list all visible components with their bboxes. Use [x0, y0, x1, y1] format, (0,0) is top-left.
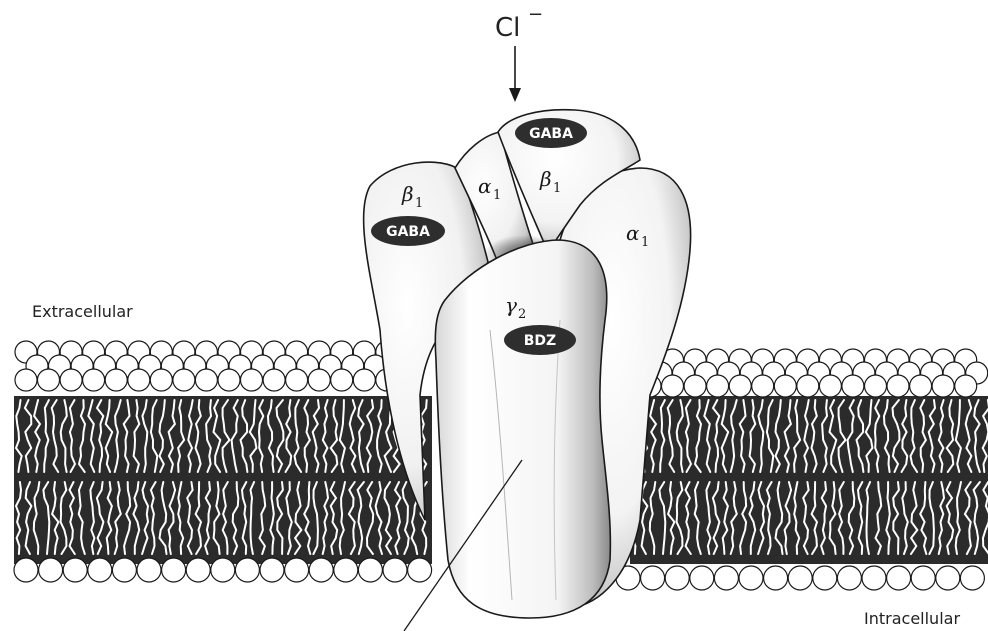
ion-flow-arrow-head: [509, 88, 521, 102]
lipid-head: [813, 566, 837, 590]
lipid-head: [862, 566, 886, 590]
lipid-head: [910, 375, 932, 397]
lipid-head: [162, 558, 186, 582]
lipid-heads-left-top: [15, 341, 420, 391]
chloride-ion-indicator: Cl −: [495, 4, 543, 102]
lipid-head: [260, 558, 284, 582]
lipid-head: [788, 566, 812, 590]
lipid-head: [308, 369, 330, 391]
lipid-head: [15, 369, 37, 391]
lipid-head: [408, 558, 432, 582]
svg-text:GABA: GABA: [529, 126, 573, 142]
svg-text:1: 1: [553, 181, 561, 196]
lipid-head: [665, 566, 689, 590]
lipid-head: [195, 369, 217, 391]
svg-text:BDZ: BDZ: [524, 333, 556, 349]
lipid-head: [865, 375, 887, 397]
svg-text:1: 1: [493, 188, 501, 203]
intracellular-label: Intracellular: [864, 609, 960, 628]
lipid-head: [334, 558, 358, 582]
lipid-head: [752, 375, 774, 397]
lipid-head: [383, 558, 407, 582]
lipid-head: [684, 375, 706, 397]
svg-text:1: 1: [641, 235, 649, 250]
svg-text:α: α: [626, 221, 640, 245]
lipid-heads-right-top: [639, 349, 988, 397]
lipid-heads-left-bottom: [14, 558, 432, 582]
lipid-head: [955, 375, 977, 397]
lipid-head: [60, 369, 82, 391]
chloride-ion-charge: −: [528, 4, 543, 25]
lipid-head: [137, 558, 161, 582]
lipid-head: [105, 369, 127, 391]
extracellular-label: Extracellular: [32, 302, 133, 321]
lipid-head: [837, 566, 861, 590]
svg-text:β: β: [539, 167, 552, 191]
gaba-binding-site-left: GABA: [371, 216, 445, 246]
lipid-head: [218, 369, 240, 391]
lipid-head: [960, 566, 984, 590]
lipid-head: [112, 558, 136, 582]
membrane-right: [616, 349, 988, 590]
lipid-head: [729, 375, 751, 397]
lipid-head: [286, 369, 308, 391]
lipid-head: [842, 375, 864, 397]
lipid-head: [819, 375, 841, 397]
lipid-head: [353, 369, 375, 391]
lipid-head: [38, 369, 60, 391]
lipid-head: [63, 558, 87, 582]
lipid-head: [235, 558, 259, 582]
lipid-head: [173, 369, 195, 391]
lipid-head: [263, 369, 285, 391]
lipid-head: [662, 375, 684, 397]
lipid-head: [690, 566, 714, 590]
svg-text:β: β: [401, 182, 414, 206]
lipid-heads-right-bottom: [616, 566, 984, 590]
bdz-binding-site: BDZ: [504, 325, 576, 355]
lipid-head: [932, 375, 954, 397]
lipid-head: [309, 558, 333, 582]
gaba-binding-site-top: GABA: [515, 118, 587, 148]
svg-text:γ: γ: [505, 293, 517, 317]
lipid-head: [150, 369, 172, 391]
lipid-head: [331, 369, 353, 391]
lipid-head: [211, 558, 235, 582]
lipid-head: [358, 558, 382, 582]
lipid-head: [911, 566, 935, 590]
lipid-head: [88, 558, 112, 582]
lipid-head: [285, 558, 309, 582]
lipid-head: [39, 558, 63, 582]
lipid-head: [887, 375, 909, 397]
lipid-head: [887, 566, 911, 590]
lipid-head: [128, 369, 150, 391]
svg-text:GABA: GABA: [386, 224, 430, 240]
lipid-head: [936, 566, 960, 590]
svg-text:1: 1: [415, 196, 423, 211]
lipid-head: [764, 566, 788, 590]
lipid-head: [83, 369, 105, 391]
lipid-head: [14, 558, 38, 582]
lipid-head: [739, 566, 763, 590]
membrane-left: [14, 341, 432, 582]
lipid-head: [797, 375, 819, 397]
lipid-head: [641, 566, 665, 590]
lipid-head: [714, 566, 738, 590]
gamma2-subunit: [435, 240, 610, 618]
chloride-ion-label: Cl: [495, 13, 520, 43]
lipid-head: [774, 375, 796, 397]
lipid-head: [186, 558, 210, 582]
lipid-head: [707, 375, 729, 397]
svg-text:α: α: [478, 174, 492, 198]
svg-text:2: 2: [518, 307, 526, 322]
lipid-head: [241, 369, 263, 391]
